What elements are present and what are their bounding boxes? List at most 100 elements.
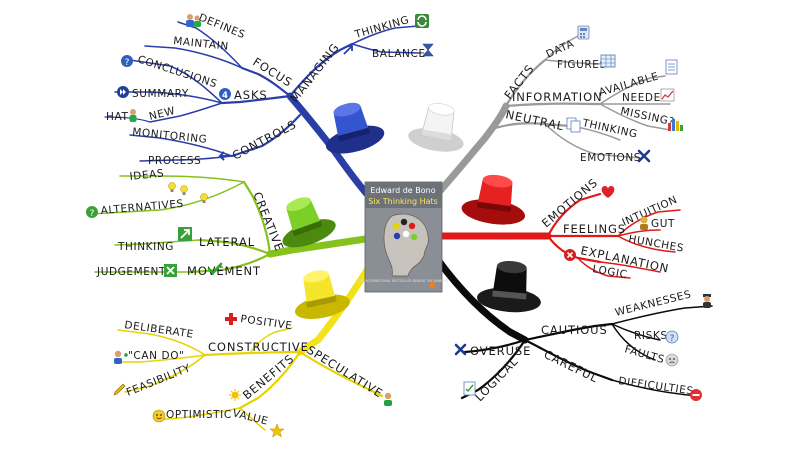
black-logical-label: LOGICAL — [472, 354, 521, 404]
blue-hat-label: HAT — [106, 111, 128, 123]
black-careful-label: CAREFUL — [542, 347, 601, 385]
yellow-value-label: VALUE — [231, 407, 269, 427]
blue-thinking-label: THINKING — [353, 14, 411, 41]
plus-icon — [225, 313, 237, 325]
yellow-optimistic-label: OPTIMISTIC — [166, 409, 232, 421]
book-black-hat-dot — [400, 218, 408, 226]
book-title: Six Thinking Hats — [368, 197, 438, 206]
bar-chart-icon — [668, 119, 683, 131]
person-thinking-icon — [640, 216, 648, 230]
red-hat-icon — [461, 174, 526, 225]
black-faults-label: FAULTS — [623, 343, 666, 366]
blue-defines-label: DEFINES — [197, 12, 247, 42]
people-icon — [186, 14, 201, 27]
blue-process-label: PROCESS — [148, 155, 201, 167]
line-graph-icon — [660, 88, 675, 102]
blue-focus-label: FOCUS — [250, 55, 295, 90]
blue-summary-label: SUMMARY — [132, 88, 189, 100]
arrow-up-right-icon — [343, 45, 353, 55]
cross-icon-overuse — [454, 343, 467, 356]
black-cautious-label: CAUTIOUS — [541, 323, 608, 337]
lightbulb-icon — [180, 185, 188, 195]
white-information-label: INFORMATION — [512, 90, 603, 104]
blue-balance-label: BALANCE — [372, 48, 426, 60]
black-overuse-label: OVERUSE — [470, 344, 531, 358]
black-risks-label: RISKS — [634, 330, 668, 342]
question-circle-icon: ? — [665, 330, 679, 344]
publisher-logo-icon — [429, 282, 435, 288]
white-hat-icon — [408, 103, 464, 152]
cancel-green-icon — [164, 264, 177, 277]
green-thinking-label: THINKING — [117, 241, 174, 253]
white-data-label: DATA — [544, 38, 576, 61]
blue-asks-label: ASKS — [234, 88, 268, 102]
lightbulb-icon — [168, 182, 176, 192]
white-missing-label: MISSING? — [619, 105, 675, 128]
book-cover: Edward de Bono Six Thinking Hats THE INT… — [357, 181, 449, 293]
refresh-arrows-icon — [415, 14, 429, 28]
blue-monitoring-label: MONITORING — [132, 126, 208, 146]
green-judgement-label: JUDGEMENT — [96, 266, 166, 278]
yellow-hat-icon — [295, 270, 350, 319]
red-hat-branch — [436, 192, 681, 279]
spreadsheet-icon — [600, 54, 616, 68]
white-neutral-label: NEUTRAL — [504, 107, 565, 133]
hourglass-icon — [422, 43, 434, 57]
yellow-benefits-label: BENEFITS — [240, 351, 297, 402]
svg-text:?: ? — [670, 334, 675, 344]
arrow-left-icon — [218, 151, 229, 161]
blue-hat-branch — [104, 21, 421, 204]
pencil-icon — [113, 383, 126, 396]
green-hat-icon — [282, 197, 336, 248]
spy-person-icon — [703, 294, 711, 308]
black-hat-branch — [434, 256, 713, 400]
book-author: Edward de Bono — [370, 186, 435, 195]
star-icon — [269, 423, 285, 438]
green-movement-label: MOVEMENT — [187, 264, 261, 278]
red-gut-label: GUT — [651, 218, 675, 230]
smiley-icon — [152, 409, 166, 423]
book-green-hat-dot — [410, 233, 418, 241]
yellow-can-do-label: "CAN DO" — [128, 350, 185, 362]
blue-conclusions-label: CONCLUSIONS — [136, 53, 219, 90]
green-ideas-label: IDEAS — [129, 167, 165, 183]
lightbulb-icon — [200, 193, 208, 203]
info-icon: 4 — [219, 88, 231, 101]
head-profile-icon — [383, 213, 429, 277]
yellow-deliberate-label: DELIBERATE — [124, 319, 195, 341]
cancel-icon — [564, 249, 576, 261]
red-hunches-label: HUNCHES — [627, 233, 684, 255]
book-yellow-hat-dot — [392, 222, 400, 230]
white-needed-label: NEEDED — [622, 92, 670, 104]
yellow-constructive-label: CONSTRUCTIVE — [208, 340, 309, 354]
white-emotions-label: EMOTIONS — [580, 152, 641, 164]
checklist-logical-icon — [463, 381, 476, 396]
checkmark-icon — [207, 262, 223, 275]
yellow-feasibility-label: FEASIBILITY — [125, 362, 193, 399]
sun-icon — [229, 389, 241, 401]
copy-documents-icon — [566, 117, 581, 133]
blue-controls-label: CONTROLS — [230, 117, 299, 163]
yellow-speculative-label: SPECULATIVE — [304, 343, 385, 401]
heart-icon — [601, 186, 615, 198]
arrow-up-green-icon — [178, 227, 192, 241]
blue-maintain-label: MAINTAIN — [173, 35, 230, 53]
red-feelings-label: FEELINGS — [563, 222, 626, 236]
white-figures-label: FIGURES — [557, 59, 607, 71]
lightbulb-icons — [168, 182, 208, 203]
white-thinking-label: THINKING — [580, 117, 638, 141]
fast-forward-icon — [117, 86, 129, 98]
blue-managing-label: MANAGING — [287, 40, 342, 105]
calculator-icon — [577, 25, 590, 40]
book-white-hat-dot — [402, 230, 410, 238]
stop-sign-icon — [690, 389, 702, 401]
help-question-icon: ? — [121, 55, 133, 68]
svg-text:?: ? — [90, 209, 95, 219]
add-user-icon — [114, 350, 128, 364]
black-hat-icon — [477, 260, 541, 313]
book-tagline: THE INTERNATIONAL BESTSELLER BEHIND THE … — [357, 279, 449, 283]
white-hat-branch — [428, 35, 671, 204]
yellow-positive-label: POSITIVE — [240, 313, 294, 332]
green-alternatives-label: ALTERNATIVES — [100, 198, 184, 217]
